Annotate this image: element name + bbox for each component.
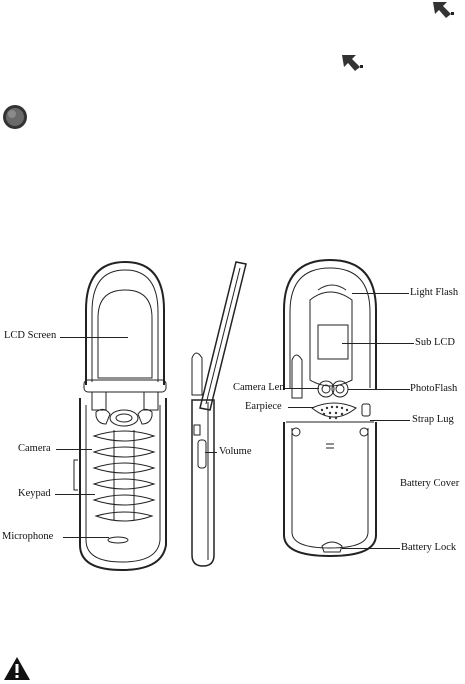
label-camera: Camera [18, 443, 51, 455]
leader-microphone [63, 537, 109, 538]
round-bullet-icon [3, 105, 27, 129]
label-lcd-screen: LCD Screen [4, 330, 56, 342]
leader-earpiece [288, 407, 314, 408]
label-keypad: Keypad [18, 488, 51, 500]
leader-lcd-screen [60, 337, 128, 338]
label-earpiece: Earpiece [245, 401, 282, 413]
leader-camera-len [283, 388, 319, 389]
label-volume: Volume [219, 446, 251, 458]
label-photoflash: PhotoFlash [410, 383, 457, 395]
leader-volume [205, 452, 217, 453]
leader-light-flash [352, 293, 409, 294]
warning-triangle-icon [2, 654, 32, 684]
label-strap-lug: Strap Lug [412, 414, 454, 426]
leader-photoflash [348, 389, 410, 390]
leader-strap-lug [370, 420, 410, 421]
leader-camera [56, 449, 92, 450]
label-camera-len: Camera Len [233, 382, 285, 394]
leader-keypad [55, 494, 95, 495]
arrow-cursor-icon [0, 0, 465, 130]
leader-battery-lock [342, 548, 400, 549]
label-light-flash: Light Flash [410, 287, 458, 299]
label-sub-lcd: Sub LCD [415, 337, 455, 349]
leader-sub-lcd [342, 343, 414, 344]
label-battery-cover: Battery Cover [400, 478, 459, 490]
label-battery-lock: Battery Lock [401, 542, 456, 554]
label-microphone: Microphone [2, 531, 53, 543]
